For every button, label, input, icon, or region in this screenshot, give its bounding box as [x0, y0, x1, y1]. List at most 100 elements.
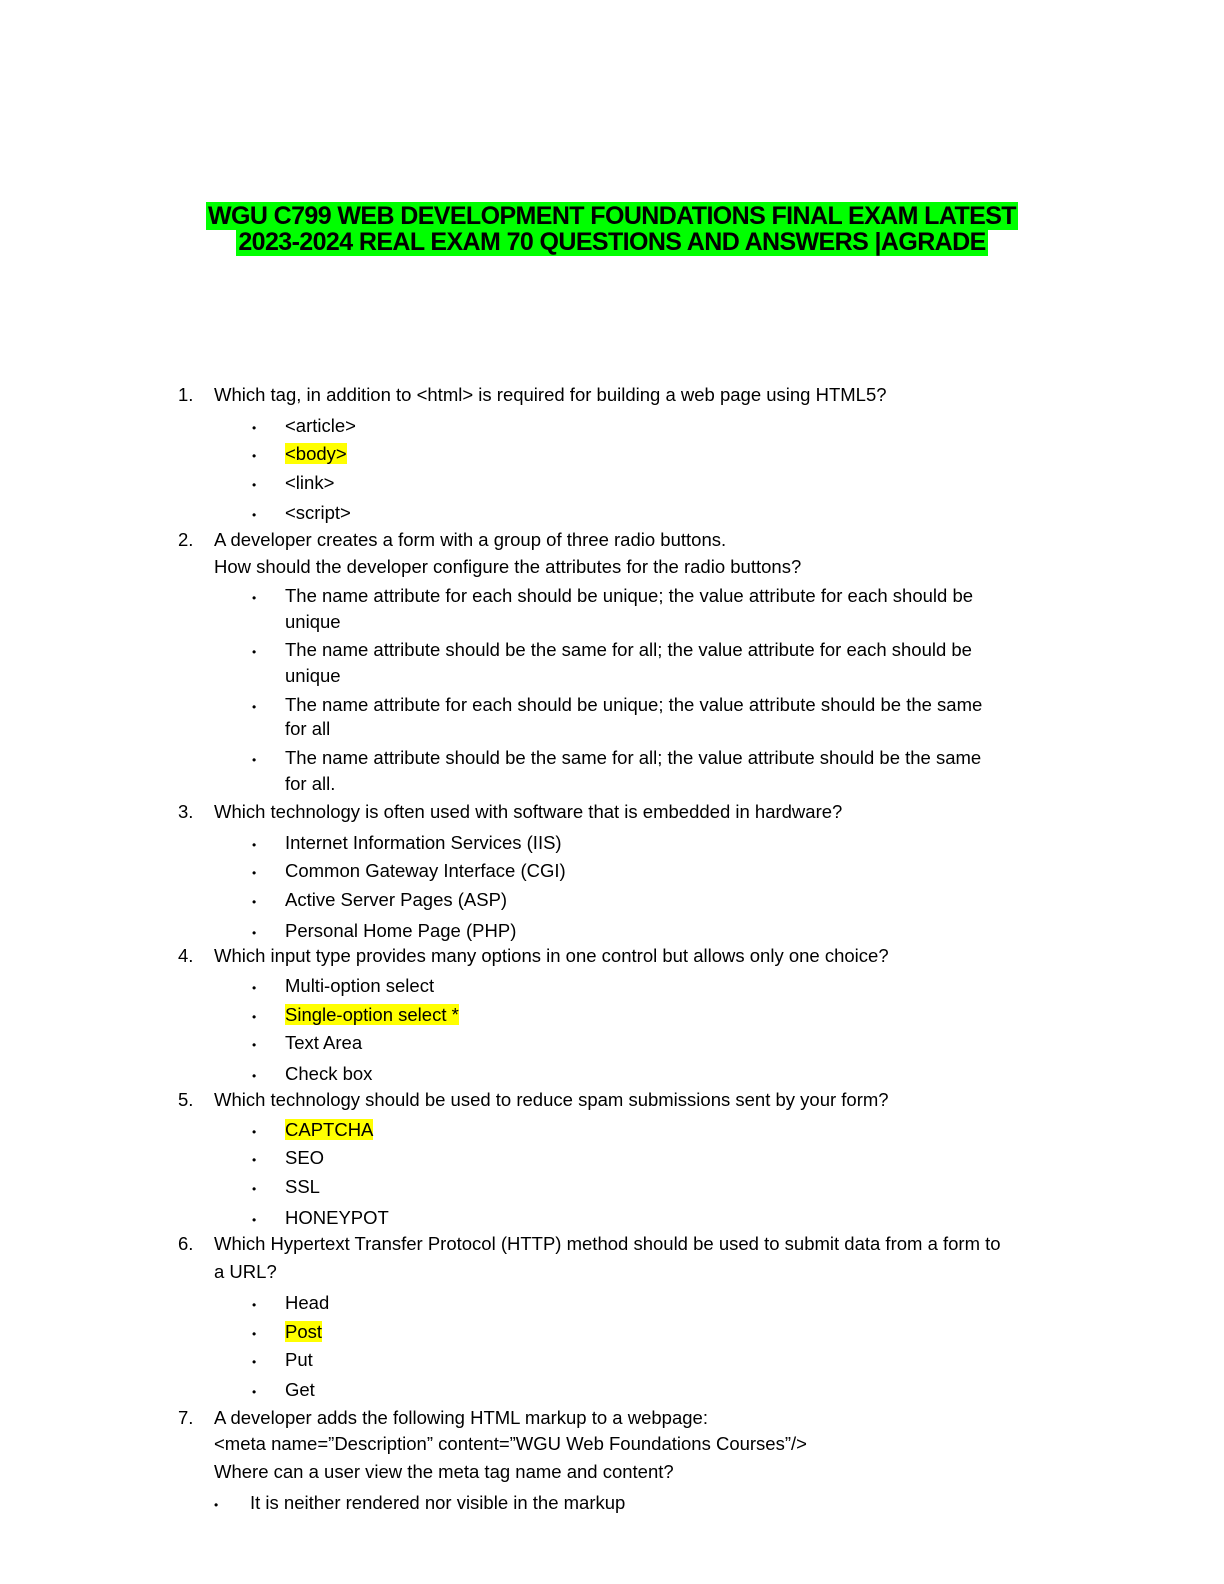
- bullet-icon-text: •: [252, 753, 257, 767]
- bullet-icon: •: [252, 891, 256, 913]
- question-text-text: Which Hypertext Transfer Protocol (HTTP)…: [214, 1233, 1001, 1254]
- answer-option: Get: [285, 1379, 315, 1401]
- question-number-text: 1.: [178, 384, 194, 405]
- answer-option: SSL: [285, 1176, 320, 1198]
- answer-option: Personal Home Page (PHP): [285, 920, 516, 942]
- bullet-icon: •: [252, 1121, 256, 1143]
- question-number-text: 3.: [178, 801, 194, 822]
- answer-option: for all.: [285, 773, 335, 795]
- question-number: 4.: [178, 945, 193, 967]
- answer-option-correct-text: Single-option select *: [285, 1004, 459, 1025]
- answer-option: unique: [285, 665, 341, 687]
- bullet-icon-text: •: [252, 866, 257, 880]
- bullet-icon: •: [252, 1006, 256, 1028]
- bullet-icon-text: •: [252, 1010, 257, 1024]
- bullet-icon-text: •: [252, 926, 257, 940]
- bullet-icon-text: •: [252, 478, 257, 492]
- bullet-icon: •: [252, 1294, 256, 1316]
- question-text-text: A developer adds the following HTML mark…: [214, 1407, 708, 1428]
- answer-option: The name attribute for each should be un…: [285, 694, 982, 716]
- bullet-icon-text: •: [252, 700, 257, 714]
- answer-option: SEO: [285, 1147, 324, 1169]
- answer-option: HONEYPOT: [285, 1207, 389, 1229]
- answer-option: <article>: [285, 415, 356, 437]
- question-number: 7.: [178, 1407, 193, 1429]
- answer-option-text: The name attribute should be the same fo…: [285, 639, 972, 660]
- bullet-icon-text: •: [252, 449, 257, 463]
- answer-option-text: <article>: [285, 415, 356, 436]
- bullet-icon: •: [252, 445, 256, 467]
- bullet-icon-text: •: [252, 1153, 257, 1167]
- question-text-text: Which tag, in addition to <html> is requ…: [214, 384, 887, 405]
- question-number-text: 5.: [178, 1089, 194, 1110]
- answer-option-text: SSL: [285, 1176, 320, 1197]
- question-number-text: 7.: [178, 1407, 194, 1428]
- question-text-text: How should the developer configure the a…: [214, 556, 802, 577]
- bullet-icon: •: [252, 1178, 256, 1200]
- answer-option-text: Internet Information Services (IIS): [285, 832, 562, 853]
- answer-option: for all: [285, 718, 330, 740]
- answer-option-text: Get: [285, 1379, 315, 1400]
- question-text: How should the developer configure the a…: [214, 556, 801, 578]
- question-text: <meta name=”Description” content=”WGU We…: [214, 1433, 807, 1455]
- bullet-icon: •: [252, 1149, 256, 1171]
- bullet-icon-text: •: [252, 508, 257, 522]
- answer-option: The name attribute should be the same fo…: [285, 747, 981, 769]
- answer-option-text: Check box: [285, 1063, 373, 1084]
- question-text-text: <meta name=”Description” content=”WGU We…: [214, 1433, 807, 1454]
- answer-option: Active Server Pages (ASP): [285, 889, 507, 911]
- bullet-icon-text: •: [252, 895, 257, 909]
- answer-option-text: Head: [285, 1292, 330, 1313]
- answer-option: Multi-option select: [285, 975, 434, 997]
- bullet-icon: •: [252, 1034, 256, 1056]
- answer-option-text: SEO: [285, 1147, 325, 1168]
- bullet-icon: •: [252, 587, 256, 609]
- answer-option: Common Gateway Interface (CGI): [285, 860, 566, 882]
- bullet-icon-text: •: [252, 981, 257, 995]
- bullet-icon: •: [252, 834, 256, 856]
- question-text: A developer adds the following HTML mark…: [214, 1407, 708, 1429]
- question-text: Which input type provides many options i…: [214, 945, 889, 967]
- question-text-text: A developer creates a form with a group …: [214, 529, 727, 550]
- answer-option-text: <script>: [285, 502, 351, 523]
- title-line-1: WGU C799 WEB DEVELOPMENT FOUNDATIONS FIN…: [206, 202, 1018, 230]
- answer-option-text: <link>: [285, 472, 335, 493]
- bullet-icon-text: •: [252, 838, 257, 852]
- bullet-icon: •: [252, 696, 256, 718]
- question-text-text: Which input type provides many options i…: [214, 945, 889, 966]
- answer-option-text: Active Server Pages (ASP): [285, 889, 508, 910]
- bullet-icon: •: [252, 862, 256, 884]
- answer-option-text: Common Gateway Interface (CGI): [285, 860, 566, 881]
- question-text: a URL?: [214, 1261, 277, 1283]
- question-text: Where can a user view the meta tag name …: [214, 1461, 674, 1483]
- question-number: 3.: [178, 801, 193, 823]
- bullet-icon-text: •: [252, 1213, 257, 1227]
- question-text: Which technology is often used with soft…: [214, 801, 842, 823]
- bullet-icon: •: [252, 1323, 256, 1345]
- bullet-icon-text: •: [252, 421, 257, 435]
- document-title: WGU C799 WEB DEVELOPMENT FOUNDATIONS FIN…: [0, 202, 1224, 256]
- bullet-icon: •: [214, 1494, 218, 1516]
- bullet-icon-text: •: [252, 1182, 257, 1196]
- answer-option: <script>: [285, 502, 351, 524]
- question-text: Which tag, in addition to <html> is requ…: [214, 384, 887, 406]
- answer-option: unique: [285, 611, 341, 633]
- answer-option-text: The name attribute for each should be un…: [285, 694, 983, 715]
- answer-option-text: Text Area: [285, 1032, 363, 1053]
- answer-option-correct: <body>: [285, 443, 347, 465]
- question-number: 2.: [178, 529, 193, 551]
- bullet-icon: •: [252, 922, 256, 944]
- bullet-icon: •: [252, 1209, 256, 1231]
- question-number-text: 2.: [178, 529, 194, 550]
- bullet-icon: •: [252, 1351, 256, 1373]
- bullet-icon-text: •: [252, 591, 257, 605]
- question-number-text: 6.: [178, 1233, 194, 1254]
- question-number-text: 4.: [178, 945, 194, 966]
- bullet-icon: •: [252, 1065, 256, 1087]
- question-text-text: a URL?: [214, 1261, 277, 1282]
- answer-option: Check box: [285, 1063, 372, 1085]
- question-text: A developer creates a form with a group …: [214, 529, 726, 551]
- answer-option-correct: Post: [285, 1321, 323, 1343]
- question-text-text: Where can a user view the meta tag name …: [214, 1461, 674, 1482]
- bullet-icon: •: [252, 1381, 256, 1403]
